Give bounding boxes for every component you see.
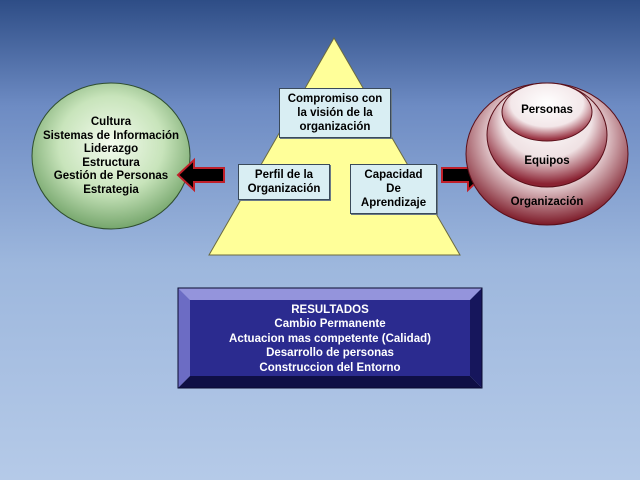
pyramid-right-line: Capacidad <box>364 169 423 181</box>
pyramid-top-box: Compromiso con la visión de la organizac… <box>279 88 391 138</box>
results-item: Construccion del Entorno <box>259 361 401 374</box>
pyramid-right-line: Aprendizaje <box>360 197 427 209</box>
pyramid-right-line: De <box>386 183 401 195</box>
pyramid-top-line: Compromiso con <box>287 93 383 105</box>
left-arrow-icon <box>176 157 225 193</box>
left-circle-shape <box>31 82 191 230</box>
left-circle-line: Sistemas de Información <box>42 129 180 142</box>
results-item: Cambio Permanente <box>274 318 386 331</box>
left-circle-text: Cultura Sistemas de Información Liderazg… <box>36 116 186 198</box>
results-bevel-box <box>177 287 483 389</box>
pyramid-top-line: la visión de la <box>297 107 373 119</box>
inner-circle-personas <box>501 82 593 142</box>
pyramid-left-line: Organización <box>247 183 321 195</box>
results-panel: RESULTADOS Cambio Permanente Actuacion m… <box>192 300 468 376</box>
organizacion-label: Organización <box>510 196 584 208</box>
results-item: Actuacion mas competente (Calidad) <box>229 332 431 345</box>
results-item: Desarrollo de personas <box>266 347 394 360</box>
left-circle-line: Gestión de Personas <box>53 170 169 183</box>
results-title: RESULTADOS <box>291 304 369 316</box>
left-circle-line: Estructura <box>82 156 140 169</box>
left-circle-line: Cultura <box>90 116 132 128</box>
pyramid-left-line: Perfil de la <box>254 169 314 181</box>
left-circle-line: Estrategia <box>83 183 139 196</box>
pyramid-triangle <box>208 37 461 256</box>
pyramid-left-box: Perfil de la Organización <box>238 164 330 200</box>
personas-label: Personas <box>521 104 573 116</box>
pyramid-right-box: Capacidad De Aprendizaje <box>350 164 437 214</box>
pyramid-top-line: organización <box>299 121 371 133</box>
equipos-label: Equipos <box>524 155 570 167</box>
left-circle-line: Liderazgo <box>83 143 139 156</box>
